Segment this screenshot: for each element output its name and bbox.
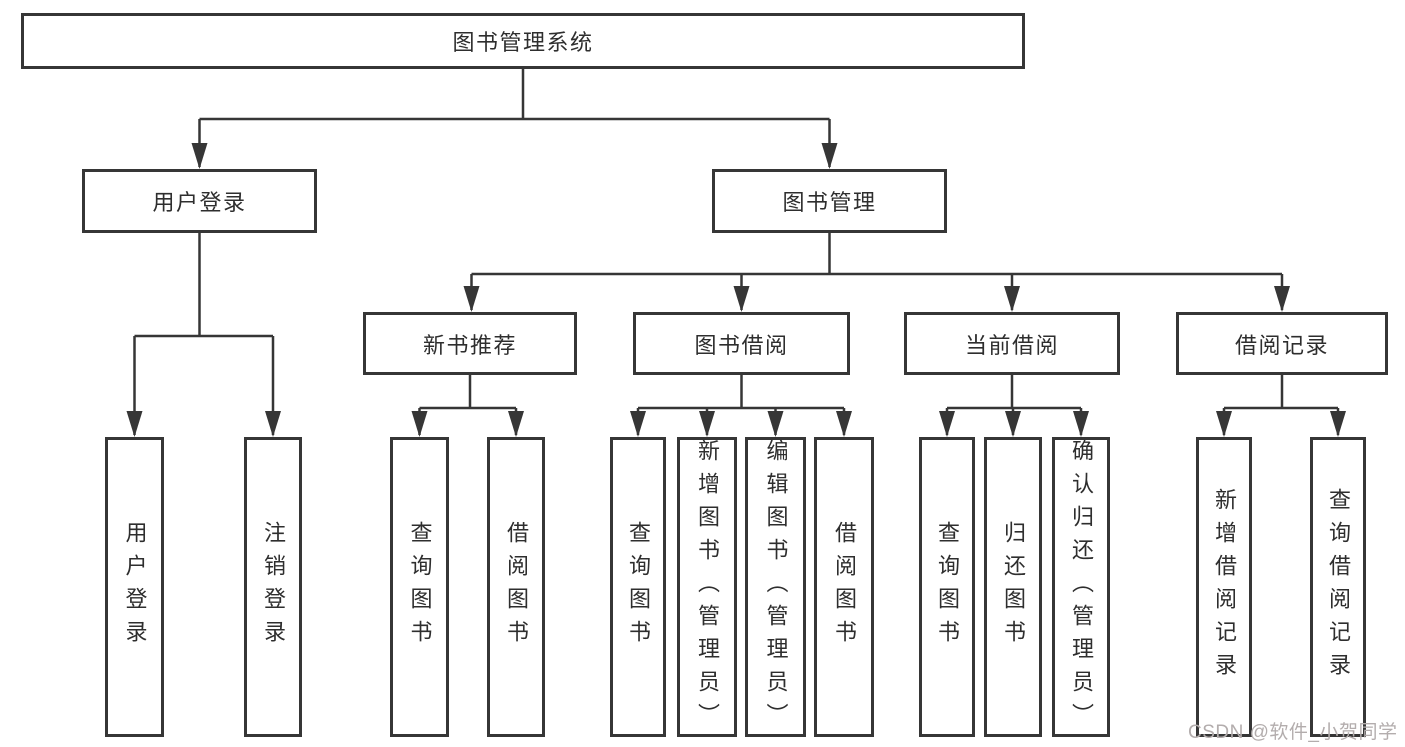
csdn-watermark: CSDN @软件_小贺同学 <box>1188 722 1398 743</box>
node-root-label: 图书管理系统 <box>452 30 594 55</box>
leaf-bb-edit-books: 编辑图书（管理员） <box>745 437 806 737</box>
leaf-nb-query-books: 查询图书 <box>390 437 449 737</box>
node-current-borrow: 当前借阅 <box>904 312 1120 375</box>
node-borrow-records-label: 借阅记录 <box>1234 332 1329 358</box>
leaf-bb-edit-books-label: 编辑图书（管理员） <box>763 438 789 736</box>
leaf-bb-borrow-books: 借阅图书 <box>814 437 874 737</box>
leaf-cb-confirm-return: 确认归还（管理员） <box>1052 437 1110 737</box>
leaf-user-login-label: 用户登录 <box>122 521 148 653</box>
leaf-cb-query-books: 查询图书 <box>919 437 975 737</box>
leaf-bb-borrow-books-label: 借阅图书 <box>832 521 857 653</box>
node-user-login-label: 用户登录 <box>152 190 247 215</box>
leaf-br-add-record: 新增借阅记录 <box>1196 437 1252 737</box>
leaf-user-login: 用户登录 <box>105 437 164 737</box>
leaf-cb-return-books-label: 归还图书 <box>1001 521 1026 653</box>
leaf-bb-query-books: 查询图书 <box>610 437 666 737</box>
node-current-borrow-label: 当前借阅 <box>964 332 1059 358</box>
node-new-book-recommend-label: 新书推荐 <box>422 332 517 358</box>
leaf-bb-add-books-label: 新增图书（管理员） <box>695 438 720 736</box>
leaf-cb-return-books: 归还图书 <box>984 437 1042 737</box>
node-book-management-label: 图书管理 <box>782 190 877 215</box>
leaf-logout: 注销登录 <box>244 437 302 737</box>
node-book-borrow-label: 图书借阅 <box>694 332 789 358</box>
leaf-logout-label: 注销登录 <box>261 521 286 653</box>
connector-current-borrow-group <box>947 375 1081 410</box>
node-borrow-records: 借阅记录 <box>1176 312 1388 375</box>
node-new-book-recommend: 新书推荐 <box>363 312 577 375</box>
node-root: 图书管理系统 <box>21 13 1025 69</box>
connector-book-mgmt-to-level3 <box>471 233 1282 276</box>
connector-new-book-group <box>419 375 516 410</box>
leaf-br-query-record-label: 查询借阅记录 <box>1326 488 1351 686</box>
leaf-nb-query-books-label: 查询图书 <box>407 521 433 653</box>
connector-root-to-level2 <box>199 69 830 121</box>
connector-borrow-records-group <box>1224 375 1338 410</box>
connector-book-borrow-group <box>638 375 844 410</box>
leaf-cb-confirm-return-label: 确认归还（管理员） <box>1069 438 1094 736</box>
leaf-nb-borrow-books-label: 借阅图书 <box>504 521 529 653</box>
node-user-login: 用户登录 <box>82 169 317 233</box>
connector-user-login-group <box>134 233 273 338</box>
leaf-br-query-record: 查询借阅记录 <box>1310 437 1366 737</box>
node-book-management: 图书管理 <box>712 169 947 233</box>
leaf-br-add-record-label: 新增借阅记录 <box>1212 488 1237 686</box>
leaf-bb-query-books-label: 查询图书 <box>626 521 651 653</box>
leaf-cb-query-books-label: 查询图书 <box>935 521 960 653</box>
leaf-bb-add-books: 新增图书（管理员） <box>677 437 737 737</box>
leaf-nb-borrow-books: 借阅图书 <box>487 437 545 737</box>
node-book-borrow: 图书借阅 <box>633 312 850 375</box>
